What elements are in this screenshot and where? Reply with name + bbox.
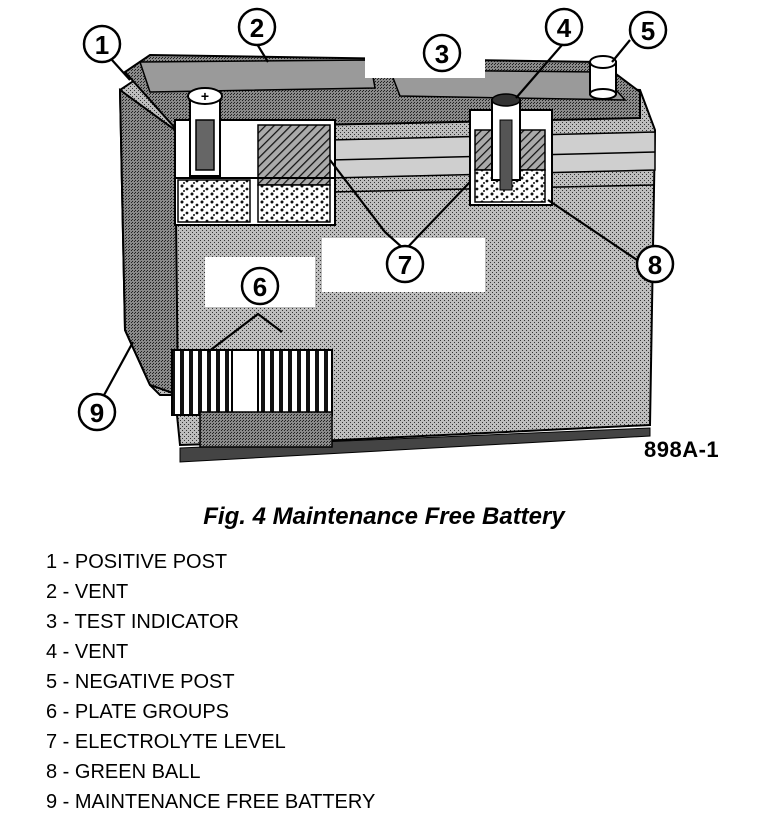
legend-item: 2 - VENT <box>46 581 129 603</box>
callout-7: 7 <box>385 244 425 284</box>
leader-lines <box>102 39 638 398</box>
battery-illustration: + 1 2 <box>77 7 675 463</box>
legend-item: 9 - MAINTENANCE FREE BATTERY <box>46 791 376 813</box>
legend-list: 1 - POSITIVE POST 2 - VENT 3 - TEST INDI… <box>46 549 375 819</box>
figure-caption: Fig. 4 Maintenance Free Battery <box>203 503 565 530</box>
positive-post: + <box>187 87 223 177</box>
svg-text:6: 6 <box>253 272 267 302</box>
svg-text:5: 5 <box>641 16 655 46</box>
negative-post <box>589 55 617 100</box>
svg-text:+: + <box>201 88 209 104</box>
svg-text:4: 4 <box>557 13 572 43</box>
callout-3: 3 <box>422 33 462 73</box>
callout-6: 6 <box>240 266 280 306</box>
svg-text:7: 7 <box>398 250 412 280</box>
svg-text:9: 9 <box>90 398 104 428</box>
plate-groups-cutaway <box>171 349 333 448</box>
legend-item: 1 - POSITIVE POST <box>46 551 228 573</box>
figure-id: 898A-1 <box>644 437 720 462</box>
legend-item: 3 - TEST INDICATOR <box>46 611 239 633</box>
svg-text:3: 3 <box>435 39 449 69</box>
svg-text:2: 2 <box>250 13 264 43</box>
legend-item: 7 - ELECTROLYTE LEVEL <box>46 731 286 753</box>
legend-item: 6 - PLATE GROUPS <box>46 701 230 723</box>
svg-text:8: 8 <box>648 250 662 280</box>
svg-text:1: 1 <box>95 30 109 60</box>
callout-5: 5 <box>628 10 668 50</box>
legend-item: 5 - NEGATIVE POST <box>46 671 235 693</box>
callout-9: 9 <box>77 392 117 432</box>
legend-item: 8 - GREEN BALL <box>46 761 201 783</box>
callout-8: 8 <box>635 244 675 284</box>
right-cutaway <box>469 93 553 206</box>
callout-1: 1 <box>82 24 122 64</box>
callout-4: 4 <box>544 7 584 47</box>
callout-2: 2 <box>237 7 277 47</box>
legend-item: 4 - VENT <box>46 641 129 663</box>
